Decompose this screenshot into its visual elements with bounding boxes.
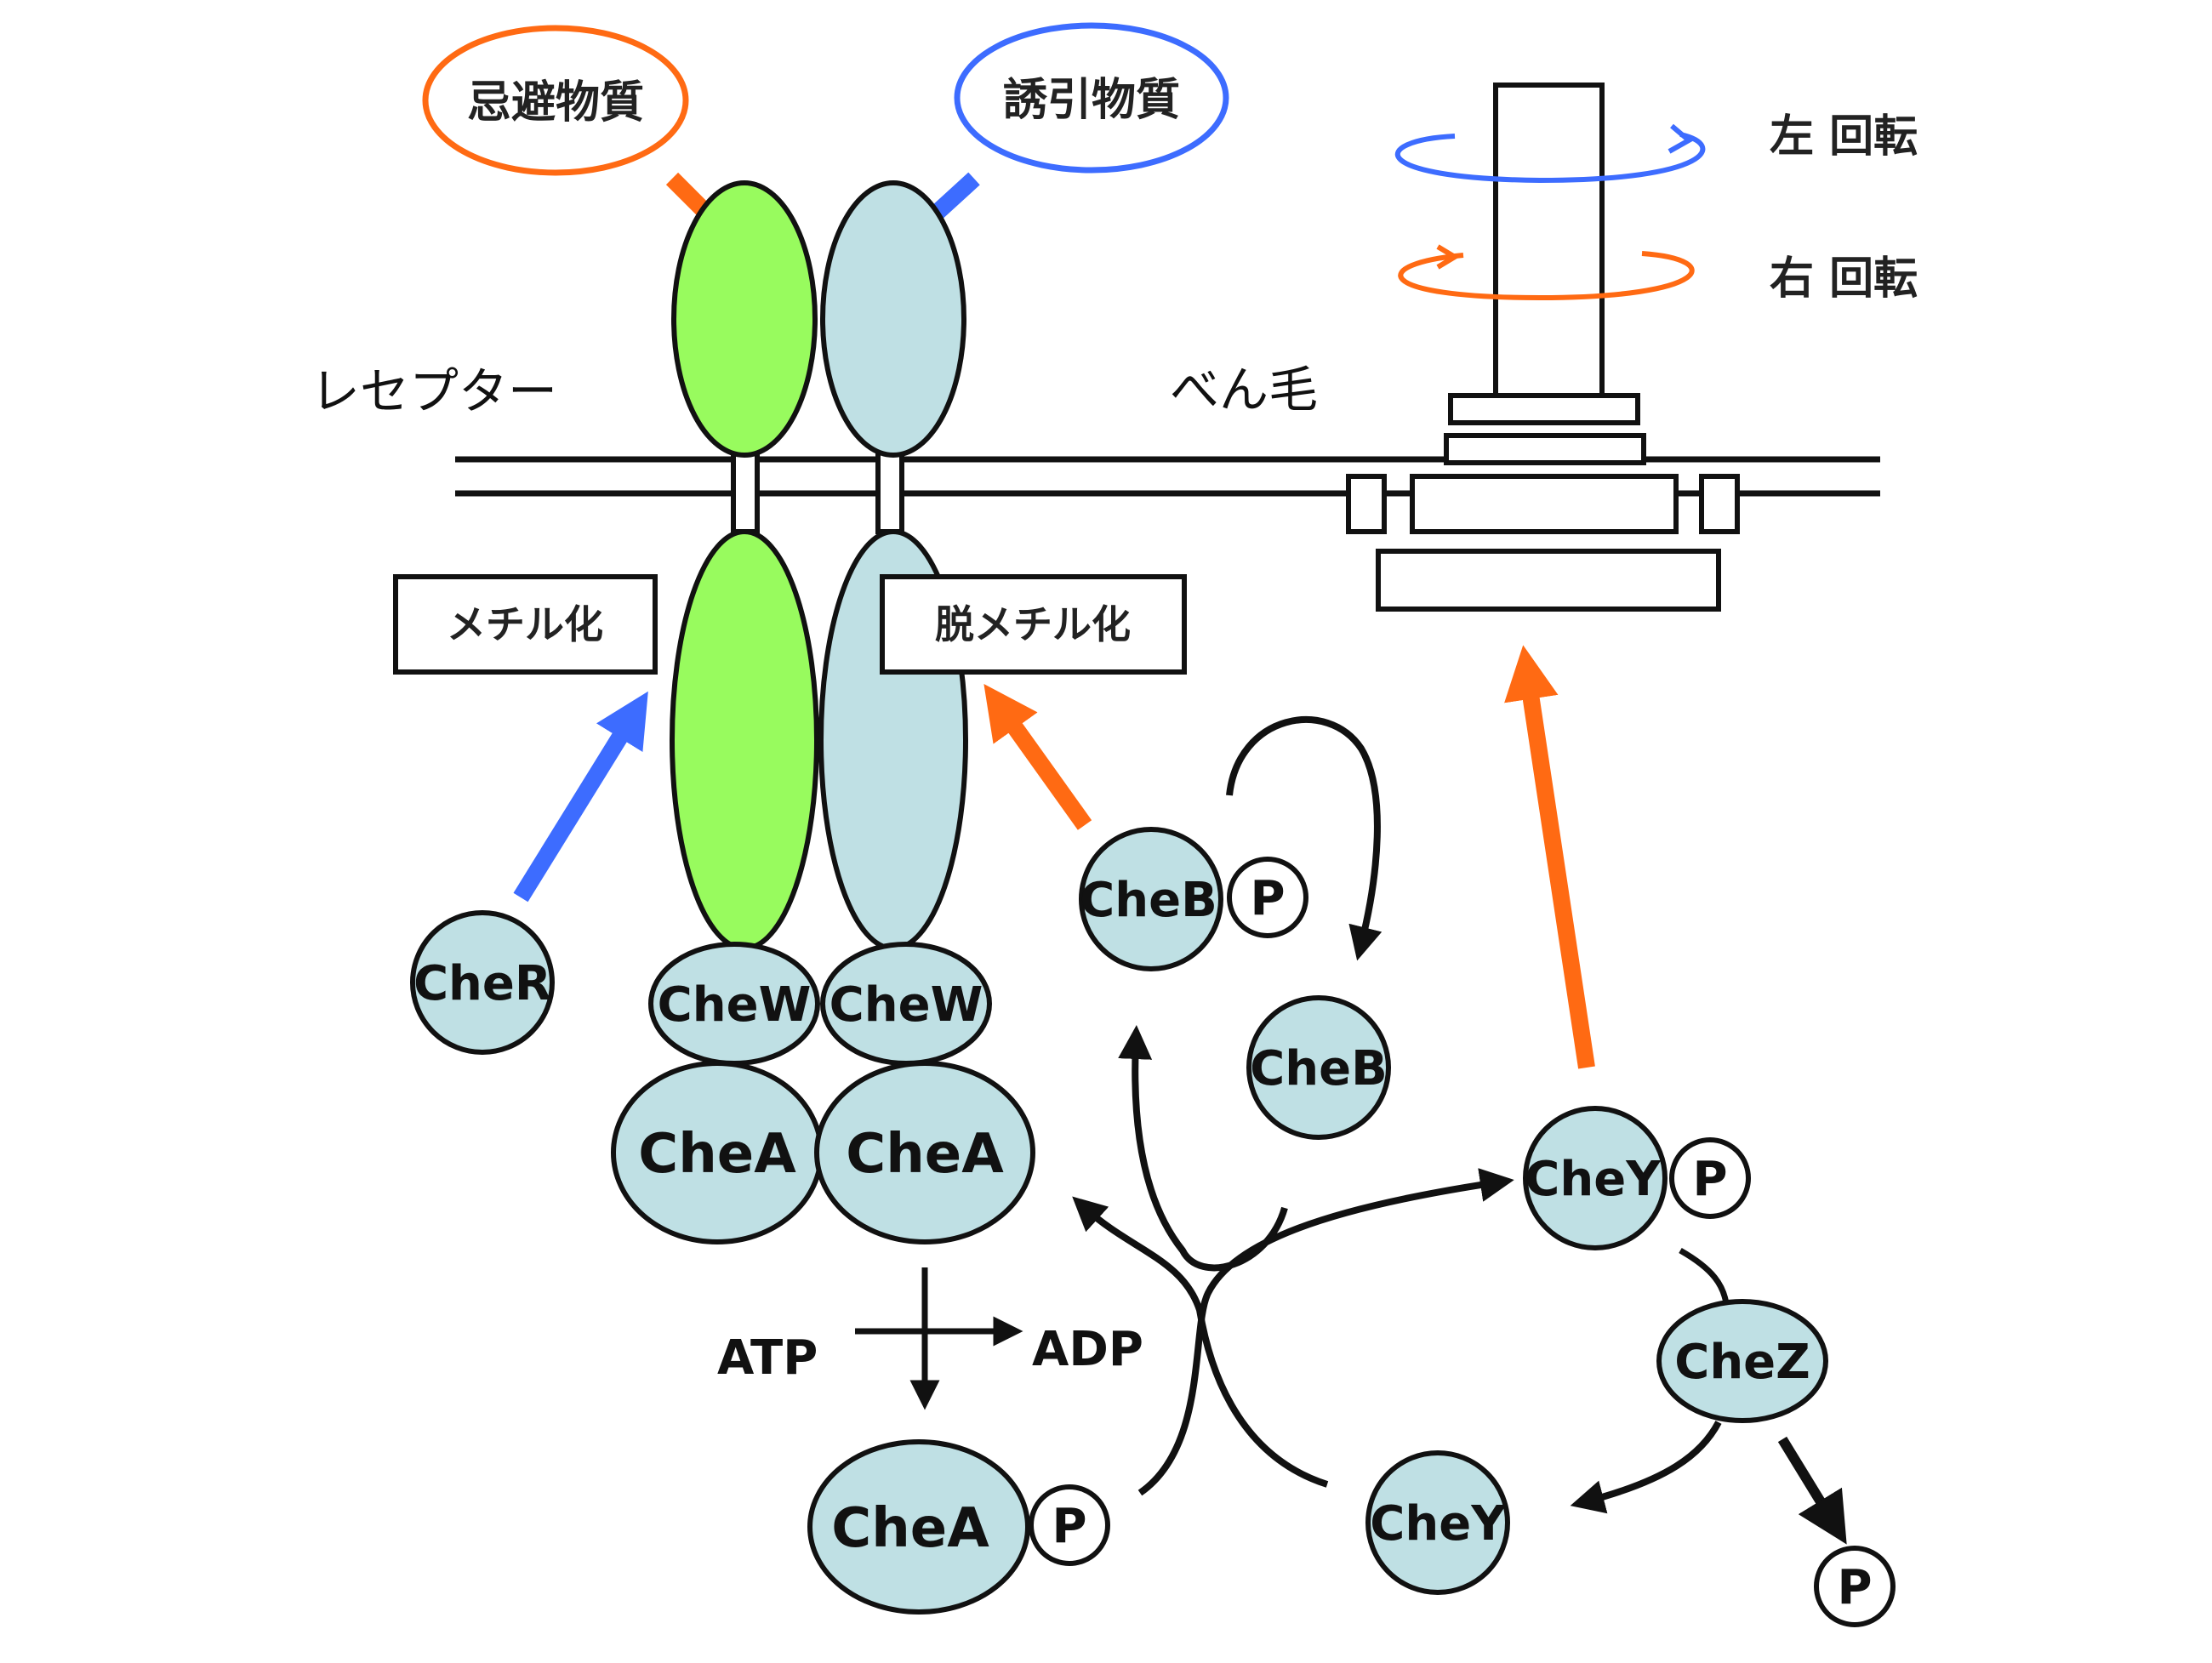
receptor-label: レセプター	[311, 362, 557, 420]
cheyp-to-motor-arrow	[1504, 645, 1595, 1069]
rotation-left-indicator	[1394, 123, 1706, 184]
chew-right-label: CheW	[830, 977, 983, 1033]
receptor-periplasmic-right	[820, 180, 966, 458]
atp-adp-reaction	[855, 1267, 1023, 1410]
flagellum-label: べん毛	[1170, 361, 1318, 419]
chea-right-label: CheA	[846, 1123, 1004, 1186]
attractant-label: 誘引物質	[1003, 75, 1180, 126]
adp-label: ADP	[1032, 1322, 1143, 1377]
cher-to-methylation-arrow	[513, 691, 648, 903]
rotation-left-label: 左 回転	[1770, 111, 1918, 162]
chey-node: CheY	[1365, 1450, 1510, 1595]
chez-label: CheZ	[1674, 1335, 1810, 1390]
chey-phosphate-label: P	[1692, 1152, 1727, 1207]
chea-p-node: CheA P	[807, 1439, 1110, 1615]
motor-ring-mid	[1444, 433, 1646, 465]
motor-ring-top	[1448, 393, 1640, 425]
chebp-label: CheB	[1080, 873, 1217, 928]
chea-phosphate	[1029, 1484, 1110, 1566]
receptor	[670, 180, 968, 951]
cheb-phosphate-label: P	[1250, 871, 1285, 926]
motor-stator-right	[1699, 474, 1740, 534]
cheyp-node: CheY P	[1523, 1106, 1751, 1250]
rotation-right-label: 右 回転	[1770, 253, 1918, 305]
chew-left-node: CheW	[648, 942, 820, 1066]
chea-right-node: CheA	[814, 1061, 1035, 1244]
receptor-periplasmic-left	[671, 180, 818, 458]
repellent-node: 忌避物質	[422, 25, 689, 176]
attractant-node: 誘引物質	[954, 22, 1229, 174]
chebp-to-cheb-arrow	[1226, 716, 1382, 961]
motor-c-ring	[1376, 549, 1721, 612]
chez-node: CheZ	[1656, 1299, 1828, 1423]
receptor-cytoplasmic-left	[670, 529, 819, 951]
atp-label: ATP	[717, 1330, 818, 1386]
demethylation-label: 脱メチル化	[935, 601, 1131, 647]
repellent-label: 忌避物質	[467, 77, 644, 128]
methylation-label: メチル化	[447, 601, 603, 647]
chea-p-label: CheA	[831, 1497, 989, 1560]
chea-phosphate-label: P	[1052, 1499, 1086, 1554]
cher-node: CheR	[410, 910, 555, 1055]
demethylation-box: 脱メチル化	[880, 574, 1187, 675]
cher-label: CheR	[413, 956, 551, 1011]
free-phosphate: P	[1814, 1546, 1896, 1627]
flagellar-filament	[1493, 83, 1605, 404]
cheb-label: CheB	[1250, 1041, 1388, 1096]
chey-label: CheY	[1370, 1496, 1507, 1552]
methylation-box: メチル化	[393, 574, 658, 675]
cheb-node: CheB	[1246, 995, 1391, 1140]
cheyp-label: CheY	[1525, 1152, 1662, 1207]
flagellum-motor	[1346, 83, 1740, 612]
chey-phosphate	[1669, 1137, 1751, 1219]
chez-to-chey-arrow	[1570, 1421, 1722, 1514]
chew-left-label: CheW	[658, 977, 812, 1033]
motor-ring-main	[1410, 474, 1679, 534]
chea-left-label: CheA	[638, 1123, 796, 1186]
chea-left-node: CheA	[611, 1061, 824, 1244]
chez-to-phosphate-arrow	[1777, 1436, 1847, 1545]
rotation-right-indicator	[1398, 244, 1695, 301]
phosphotransfer-curves	[1072, 1025, 1514, 1496]
free-phosphate-label: P	[1837, 1560, 1872, 1615]
chebp-node: CheB P	[1079, 827, 1308, 971]
chew-right-node: CheW	[820, 942, 992, 1066]
cheb-phosphate	[1227, 857, 1308, 938]
chebp-to-demethylation-arrow	[983, 683, 1092, 830]
motor-stator-left	[1346, 474, 1387, 534]
